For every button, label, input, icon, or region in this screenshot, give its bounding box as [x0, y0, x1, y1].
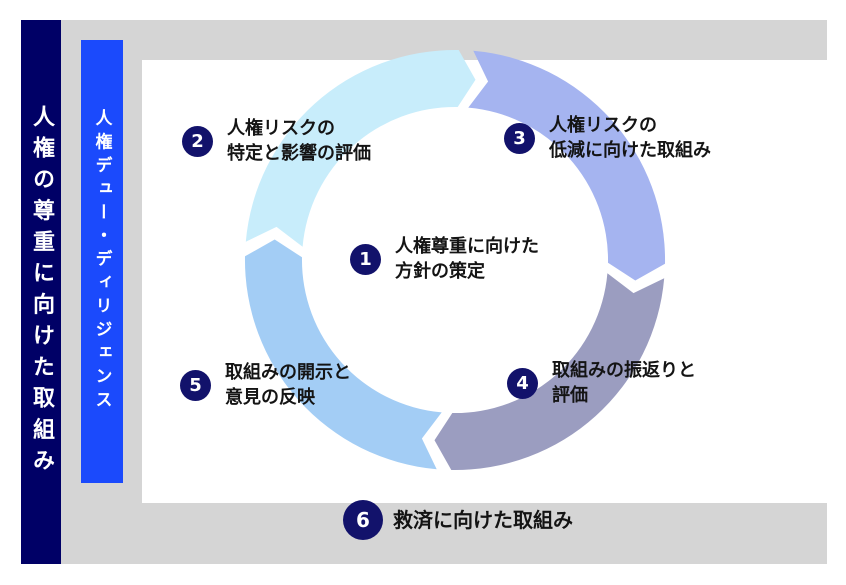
step-2-label-line-2: 特定と影響の評価 [227, 143, 371, 164]
due-diligence-label-bar: 人権デュー・ディリジェンス [81, 40, 123, 483]
step-3-label-line-2: 低減に向けた取組み [549, 140, 711, 161]
cycle-step-4: 4 取組みの振返りと 評価 [507, 358, 696, 408]
cycle-step-2: 2 人権リスクの 特定と影響の評価 [182, 116, 371, 166]
step-4-number-badge: 4 [507, 367, 538, 399]
step-5-label-line-1: 取組みの開示と [225, 362, 351, 383]
cycle-step-1: 1 人権尊重に向けた 方針の策定 [350, 234, 539, 284]
cycle-step-6: 6 救済に向けた取組み [343, 500, 573, 540]
step-3-label: 人権リスクの 低減に向けた取組み [549, 113, 711, 163]
step-5-label-line-2: 意見の反映 [225, 387, 315, 408]
step-5-number-badge: 5 [180, 369, 211, 401]
step-4-label-line-1: 取組みの振返りと [552, 360, 696, 381]
step-3-label-line-1: 人権リスクの [549, 115, 657, 136]
step-4-label-line-2: 評価 [552, 385, 588, 406]
step-2-label: 人権リスクの 特定と影響の評価 [227, 116, 371, 166]
step-1-number-badge: 1 [350, 243, 381, 275]
step-6-label-line-1: 救済に向けた取組み [393, 508, 573, 532]
cycle-step-3: 3 人権リスクの 低減に向けた取組み [504, 113, 711, 163]
main-title-bar: 人権の尊重に向けた取組み [21, 20, 61, 564]
cycle-step-5: 5 取組みの開示と 意見の反映 [180, 360, 351, 410]
step-2-label-line-1: 人権リスクの [227, 118, 335, 139]
due-diligence-label: 人権デュー・ディリジェンス [91, 109, 112, 414]
step-5-label: 取組みの開示と 意見の反映 [225, 360, 351, 410]
step-4-label: 取組みの振返りと 評価 [552, 358, 696, 408]
step-1-label-line-1: 人権尊重に向けた [395, 236, 539, 257]
step-1-label: 人権尊重に向けた 方針の策定 [395, 234, 539, 284]
step-6-label: 救済に向けた取組み [393, 500, 573, 540]
step-1-label-line-2: 方針の策定 [395, 261, 485, 282]
step-3-number-badge: 3 [504, 122, 535, 154]
diagram-frame [61, 20, 846, 564]
page-title: 人権の尊重に向けた取組み [29, 104, 54, 480]
step-2-number-badge: 2 [182, 125, 213, 157]
step-6-number-badge: 6 [343, 500, 383, 540]
